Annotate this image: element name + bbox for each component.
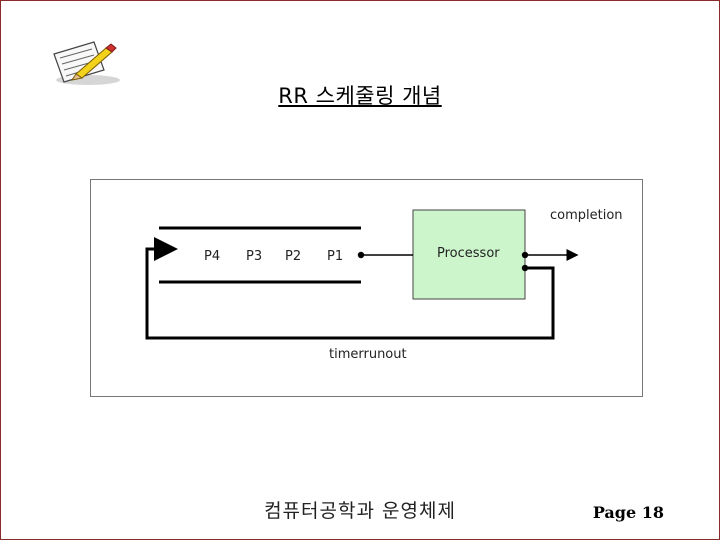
queue-item: P2	[285, 249, 302, 264]
footer-course-title: 컴퓨터공학과 운영체제	[264, 500, 456, 522]
processor-label: Processor	[437, 246, 500, 261]
queue-item: P1	[327, 249, 344, 264]
completion-dot	[521, 251, 529, 259]
rr-diagram-lines	[145, 209, 579, 340]
page-number: Page 18	[592, 503, 664, 522]
timeout-loop	[145, 237, 555, 340]
timeout-dot	[521, 264, 529, 272]
timeout-label: timerrunout	[329, 347, 407, 362]
completion-label: completion	[550, 208, 623, 223]
queue-exit-dot	[357, 251, 365, 259]
processor-box	[412, 209, 526, 300]
slide-title: RR 스케줄링 개념	[278, 84, 442, 108]
rr-diagram: P4 P3 P2 P1 Processor completion timerru…	[90, 179, 643, 397]
queue-item: P3	[246, 249, 263, 264]
queue-item: P4	[204, 249, 221, 264]
notepad-pencil-icon	[53, 41, 120, 85]
